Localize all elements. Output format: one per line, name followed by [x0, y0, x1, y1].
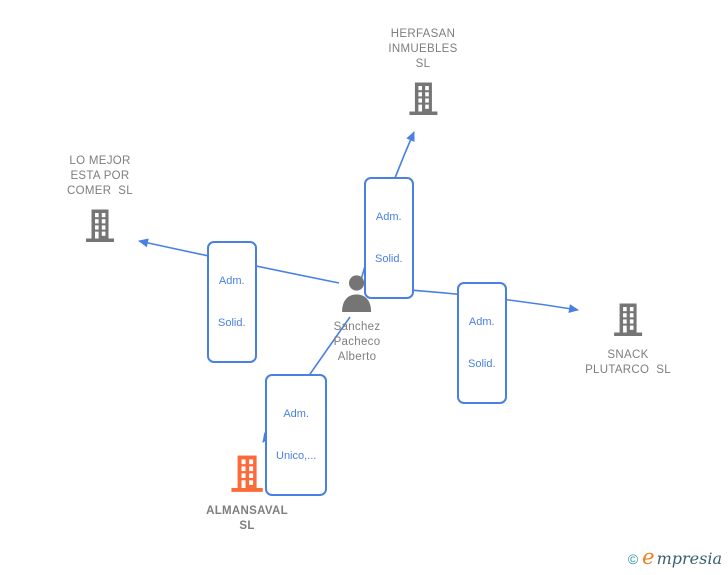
node-snack-plutarco[interactable]: SNACK PLUTARCO SL: [585, 303, 671, 378]
person-label-line: Pacheco: [333, 336, 381, 348]
person-icon: [342, 275, 372, 312]
edge-label-line: Unico,...: [276, 450, 317, 462]
building-icon: [408, 82, 437, 115]
copyright-icon: ©: [627, 551, 639, 567]
edge-label-line: Solid.: [468, 358, 496, 370]
empresia-watermark: © e mpresia: [627, 545, 722, 569]
person-label: Sanchez Pacheco Alberto: [334, 320, 381, 365]
edge-label-line: Adm.: [218, 275, 245, 287]
brand-initial: e: [642, 545, 655, 569]
company-label-line: INMUEBLES: [388, 43, 458, 55]
node-person-sanchez-pacheco-alberto[interactable]: Sanchez Pacheco Alberto: [334, 274, 381, 365]
person-label-line: Alberto: [337, 351, 377, 363]
node-herfasan-inmuebles[interactable]: HERFASAN INMUEBLES SL: [388, 27, 457, 121]
company-label-line: COMER SL: [67, 185, 133, 197]
company-label-line: ALMANSAVAL: [206, 505, 288, 517]
company-label-line: PLUTARCO SL: [585, 364, 671, 376]
edge-label-line: Solid.: [218, 317, 246, 329]
node-lo-mejor-esta-por-comer[interactable]: LO MEJOR ESTA POR COMER SL: [67, 154, 133, 248]
company-label-line: HERFASAN: [390, 28, 456, 40]
edge-label-adm-solid-snack[interactable]: Adm. Solid.: [457, 282, 507, 404]
brand-name: mpresia: [656, 549, 722, 568]
edge-label-adm-unico-almansaval[interactable]: Adm. Unico,...: [265, 374, 328, 496]
company-label: HERFASAN INMUEBLES SL: [388, 27, 457, 72]
company-label-line: SNACK: [607, 349, 649, 361]
edge-label-line: Adm.: [375, 211, 402, 223]
building-icon-highlighted: [231, 455, 263, 492]
building-icon: [613, 303, 642, 336]
building-icon: [86, 209, 114, 242]
edge-label-adm-solid-herfasan[interactable]: Adm. Solid.: [364, 177, 414, 299]
company-label-line: SL: [239, 520, 255, 532]
company-label-line: LO MEJOR: [69, 155, 131, 167]
person-label-line: Sanchez: [333, 321, 381, 333]
company-label-line: ESTA POR: [70, 170, 130, 182]
company-label: SNACK PLUTARCO SL: [585, 348, 671, 378]
edge-label-line: Adm.: [283, 408, 310, 420]
company-label: LO MEJOR ESTA POR COMER SL: [67, 154, 133, 199]
edge-label-line: Adm.: [468, 316, 495, 328]
company-label: ALMANSAVAL SL: [206, 504, 288, 534]
edge-label-adm-solid-lo-mejor[interactable]: Adm. Solid.: [207, 241, 257, 363]
node-almansaval[interactable]: ALMANSAVAL SL: [206, 455, 288, 534]
edge-label-line: Solid.: [375, 253, 403, 265]
company-label-line: SL: [415, 58, 431, 70]
